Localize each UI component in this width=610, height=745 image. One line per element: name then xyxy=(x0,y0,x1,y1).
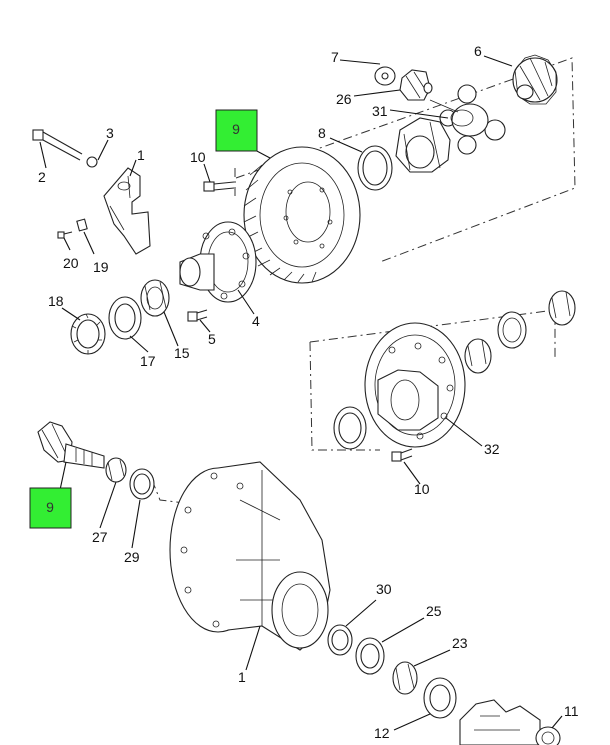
spider-cross-31[interactable] xyxy=(429,84,506,155)
ring-gear-9[interactable] xyxy=(243,146,361,284)
nut-11[interactable] xyxy=(535,726,561,745)
callout-1-lower: 1 xyxy=(238,669,246,685)
pinion-callout: 9 xyxy=(46,499,54,515)
bearing-cup-29[interactable] xyxy=(129,468,155,500)
bearing-cone-15[interactable] xyxy=(140,279,170,317)
bearing-set-right[interactable] xyxy=(464,290,576,374)
callout-labels: 7 6 26 31 3 1 8 10 2 20 19 18 17 15 5 4 … xyxy=(38,43,579,741)
spider-gear-6[interactable] xyxy=(512,54,558,105)
bearing-cup-25[interactable] xyxy=(355,637,385,675)
callout-15: 15 xyxy=(174,345,190,361)
drive-pinion-9[interactable] xyxy=(37,421,105,469)
differential-case-4[interactable] xyxy=(179,221,257,303)
callout-32: 32 xyxy=(484,441,500,457)
nut-27[interactable] xyxy=(105,457,127,483)
pinion-highlight[interactable]: 9 xyxy=(29,487,72,529)
callout-10-lower: 10 xyxy=(414,481,430,497)
lock-washer-3[interactable] xyxy=(86,156,98,168)
callout-29: 29 xyxy=(124,549,140,565)
callout-25: 25 xyxy=(426,603,442,619)
callout-5: 5 xyxy=(208,331,216,347)
bolt-20[interactable] xyxy=(57,231,73,239)
bearing-cap-1-upper[interactable] xyxy=(103,167,151,255)
side-gear-26[interactable] xyxy=(399,69,433,101)
callout-3: 3 xyxy=(106,125,114,141)
adjuster-ring-18[interactable] xyxy=(70,313,106,355)
companion-yoke[interactable] xyxy=(459,699,541,745)
callout-30: 30 xyxy=(376,581,392,597)
thrust-washer-7[interactable] xyxy=(374,66,396,86)
callout-4: 4 xyxy=(252,313,260,329)
callout-18: 18 xyxy=(48,293,64,309)
bolt-10-upper[interactable] xyxy=(203,181,235,192)
callout-12: 12 xyxy=(374,725,390,741)
bearing-cup-17[interactable] xyxy=(108,296,142,340)
seal-12[interactable] xyxy=(423,677,457,719)
thrust-washer-lower[interactable] xyxy=(333,406,367,450)
bolt-10-lower[interactable] xyxy=(391,448,413,462)
phantom-line-pinion xyxy=(151,479,201,506)
leader-lines xyxy=(39,55,563,731)
callout-23: 23 xyxy=(452,635,468,651)
thrust-washer-8[interactable] xyxy=(357,145,393,191)
ring-gear-callout: 9 xyxy=(232,121,240,137)
callout-8: 8 xyxy=(318,125,326,141)
callout-6: 6 xyxy=(474,43,482,59)
phantom-box-upper xyxy=(234,57,576,263)
ring-gear-highlight[interactable]: 9 xyxy=(215,109,258,152)
bolt-5[interactable] xyxy=(187,309,208,322)
flange-case-32[interactable] xyxy=(364,322,466,448)
callout-27: 27 xyxy=(92,529,108,545)
callout-19: 19 xyxy=(93,259,109,275)
carrier-housing-1[interactable] xyxy=(169,461,331,651)
cap-bolt-2[interactable] xyxy=(32,129,83,161)
callout-2: 2 xyxy=(38,169,46,185)
callout-7: 7 xyxy=(331,49,339,65)
callout-17: 17 xyxy=(140,353,156,369)
side-gear-splined[interactable] xyxy=(395,117,451,173)
callout-26: 26 xyxy=(336,91,352,107)
callout-20: 20 xyxy=(63,255,79,271)
seal-30[interactable] xyxy=(327,624,353,656)
callout-11: 11 xyxy=(564,703,579,719)
callout-31: 31 xyxy=(372,103,388,119)
callout-1-upper: 1 xyxy=(137,147,145,163)
lock-plate-19[interactable] xyxy=(76,218,88,232)
callout-10-upper: 10 xyxy=(190,149,206,165)
bearing-cone-23[interactable] xyxy=(392,661,418,695)
